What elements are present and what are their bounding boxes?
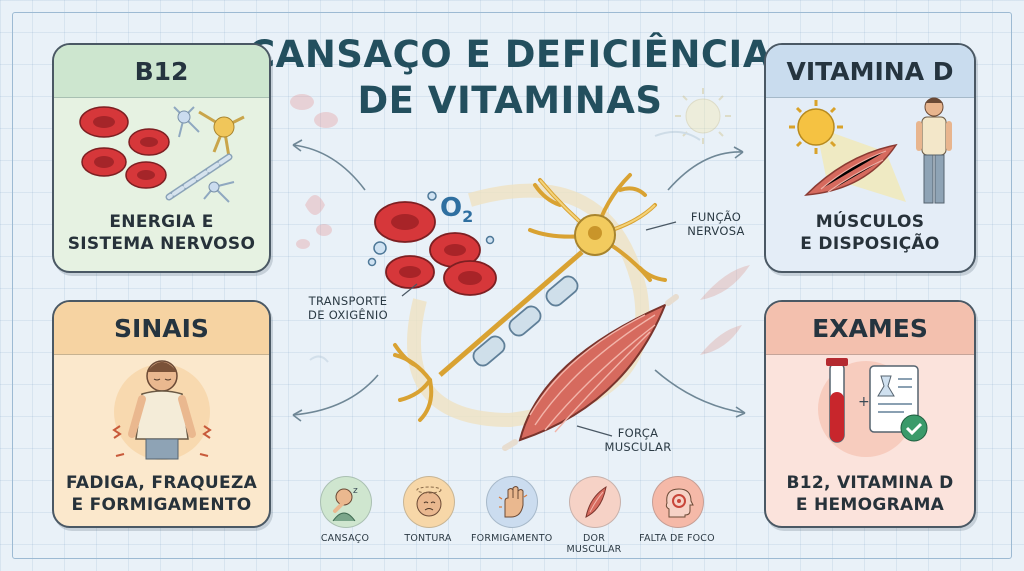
card-vitamina-d: VITAMINA D MÚSCULOS E DISPOSIÇÃO [764,43,976,273]
title-line-1: CANSAÇO E DEFICIÊNCIA [248,33,772,76]
dizzy-face-icon [416,486,442,517]
label-funcao-nervosa: FUNÇÃO NERVOSA [676,210,756,238]
title-line-2: DE VITAMINAS [357,79,663,122]
blood-test-report-icon: + [818,358,928,457]
neuron-icon [393,173,667,422]
card-vitamina-d-title: VITAMINA D [766,45,974,98]
symptom-tontura-label: TONTURA [404,533,452,544]
card-exames-title: EXAMES [766,302,974,355]
label-funcao-line-1: FUNÇÃO [690,210,742,224]
card-vitamina-d-caption-line-2: E DISPOSIÇÃO [800,234,940,254]
symptom-cansaco-circle: z [320,476,372,528]
muscle-pain-icon [585,485,607,518]
head-focus-icon [665,488,694,518]
card-vitamina-d-caption: MÚSCULOS E DISPOSIÇÃO [766,211,974,255]
symptom-dor-muscular-label: DOR MUSCULAR [566,533,622,555]
fatigued-person-icon [112,360,212,460]
tingling-hand-icon [498,486,528,518]
red-blood-cells-and-neurons-icon [79,106,245,203]
symptom-formigamento-circle [486,476,538,528]
card-exames-caption-line-2: E HEMOGRAMA [795,495,945,515]
faint-cell-icons [290,94,750,363]
svg-text:+: + [858,394,870,410]
label-transporte-line-1: TRANSPORTE [308,294,388,308]
page-title: CANSAÇO E DEFICIÊNCIA DE VITAMINAS [230,32,790,124]
tired-person-icon: z [332,486,358,522]
label-forca-muscular: FORÇA MUSCULAR [598,426,678,454]
card-sinais-caption-line-1: FADIGA, FRAQUEZA [65,473,258,493]
label-forca-line-1: FORÇA [617,426,659,440]
card-sinais: SINAIS FADIGA, FRAQUEZA E FORMIGAMENTO [52,300,271,528]
card-sinais-caption: FADIGA, FRAQUEZA E FORMIGAMENTO [54,472,269,516]
card-b12-caption: ENERGIA E SISTEMA NERVOSO [54,211,269,255]
symptom-tontura-circle [403,476,455,528]
symptom-formigamento-label: FORMIGAMENTO [471,533,553,544]
card-sinais-caption-line-2: E FORMIGAMENTO [71,495,252,515]
svg-text:z: z [353,486,358,496]
card-sinais-title: SINAIS [54,302,269,355]
symptom-dor-muscular-circle [569,476,621,528]
connector-arrows [292,139,746,422]
page-frame [12,12,1012,559]
card-b12-title: B12 [54,45,269,98]
card-b12-caption-line-1: ENERGIA E [109,212,214,232]
card-b12: B12 ENERGIA E SISTEMA NERVOSO [52,43,271,273]
label-transporte-line-2: DE OXIGÊNIO [308,308,388,322]
card-vitamina-d-caption-line-1: MÚSCULOS [815,212,925,232]
card-exames: EXAMES + B12, VITAMINA D E HEMOGRAMA [764,300,976,528]
label-forca-line-2: MUSCULAR [604,440,672,454]
card-b12-caption-line-2: SISTEMA NERVOSO [67,234,256,254]
sun-muscle-and-person-icon [789,97,952,204]
muscle-icon [502,294,679,451]
oxygen-symbol: O2 [440,193,473,226]
label-transporte-oxigenio: TRANSPORTE DE OXIGÊNIO [298,294,398,322]
card-exames-caption-line-1: B12, VITAMINA D [786,473,954,493]
symptom-cansaco-label: CANSAÇO [320,533,370,544]
bubbles-icon [367,191,495,267]
label-funcao-line-2: NERVOSA [687,224,745,238]
symptom-falta-de-foco-label: FALTA DE FOCO [639,533,715,544]
blood-cells-icon [374,201,497,296]
faint-sun-icon [654,88,731,144]
symptom-falta-de-foco-circle [652,476,704,528]
card-exames-caption: B12, VITAMINA D E HEMOGRAMA [766,472,974,516]
